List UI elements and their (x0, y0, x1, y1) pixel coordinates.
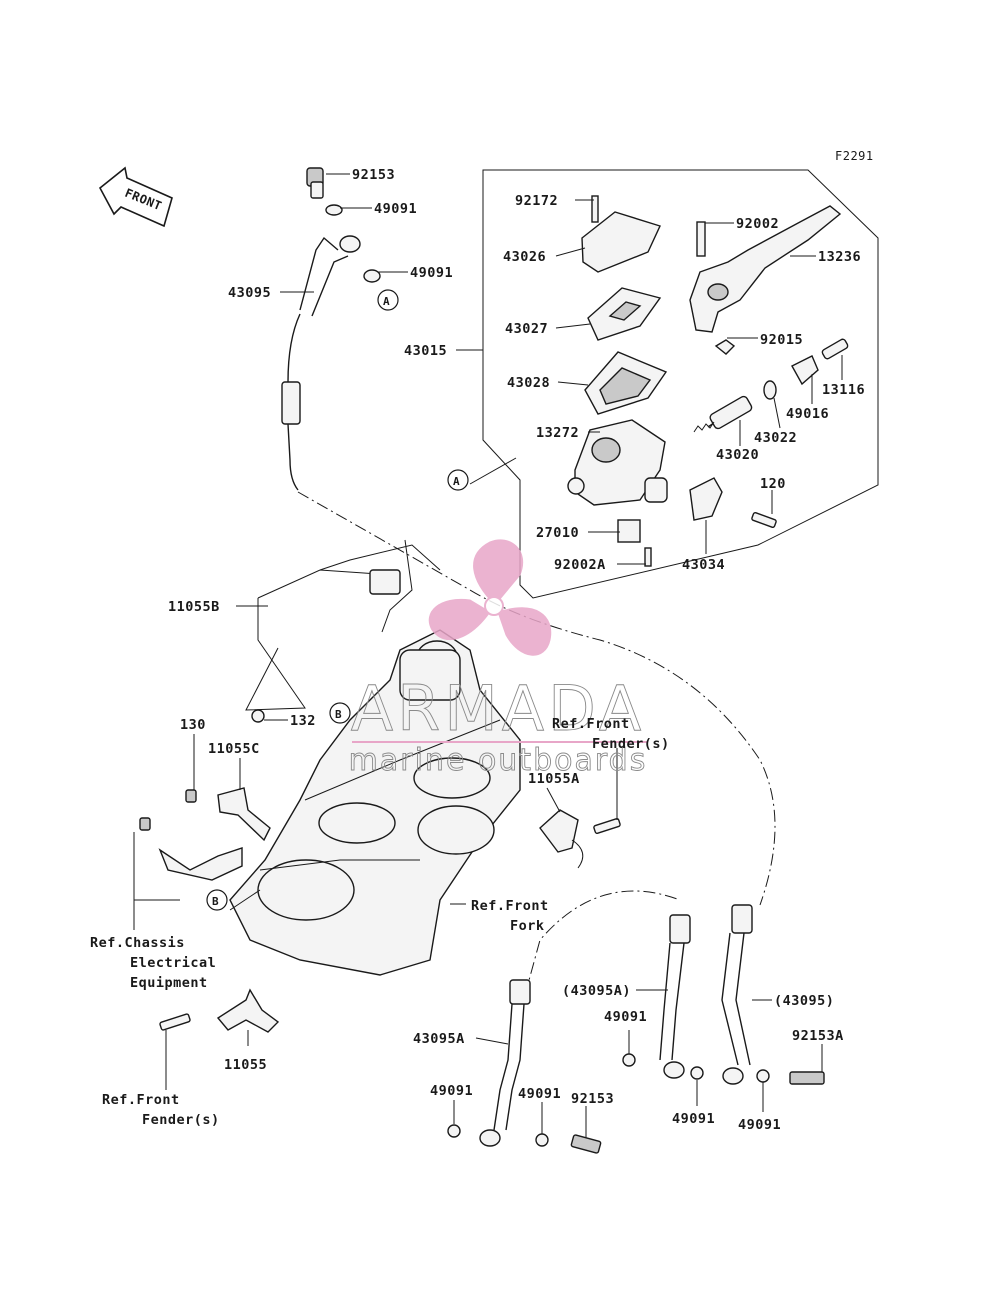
piston-assembly (689, 338, 849, 528)
master-cylinder-body (567, 419, 668, 567)
ref-label: Fork (510, 918, 545, 934)
part-label: 43020 (716, 447, 759, 463)
brake-lever (689, 205, 842, 355)
part-label: 92153A (792, 1028, 844, 1044)
ref-label: Ref.Front (471, 898, 549, 914)
part-label: 43028 (507, 375, 550, 391)
bracket-11055C (139, 787, 271, 881)
ref-label: Ref.Front (552, 716, 630, 732)
ref-label: Fender(s) (142, 1112, 220, 1128)
assembly-boundary (482, 169, 879, 599)
part-label: 92153 (352, 167, 395, 183)
part-label: 43015 (404, 343, 447, 359)
part-label: 13236 (818, 249, 861, 265)
marker-b-fork: B (329, 702, 351, 724)
part-label: 49091 (518, 1086, 561, 1102)
part-label: 13116 (822, 382, 865, 398)
part-label: 92153 (571, 1091, 614, 1107)
watermark: ARMADA marine outboards (348, 539, 648, 778)
ref-label: Ref.Chassis (90, 935, 185, 951)
leader-lines (133, 173, 843, 1138)
bracket-11055A (539, 809, 621, 869)
part-label: 43027 (505, 321, 548, 337)
part-label: 43034 (682, 557, 725, 573)
part-label: 120 (760, 476, 786, 492)
svg-text:B: B (212, 895, 219, 908)
lower-brake-hoses (447, 890, 825, 1154)
part-label: 49091 (738, 1117, 781, 1133)
ref-label: Equipment (130, 975, 208, 991)
propeller-logo-icon (428, 539, 552, 656)
part-label: 49091 (430, 1083, 473, 1099)
front-fork-silhouette (229, 629, 521, 976)
part-label: 92002 (736, 216, 779, 232)
watermark-brand: ARMADA (351, 672, 645, 745)
marker-b-bracket: B (206, 889, 228, 911)
part-label: 132 (290, 713, 316, 729)
part-label: 130 (180, 717, 206, 733)
part-label: (43095) (774, 993, 834, 1009)
part-label: 49091 (410, 265, 453, 281)
part-label: 43095 (228, 285, 271, 301)
bracket-11055B (245, 539, 441, 723)
diagram-code: F2291 (835, 149, 874, 163)
bracket-11055 (159, 988, 280, 1033)
ref-label: Fender(s) (592, 736, 670, 752)
part-label: 43026 (503, 249, 546, 265)
part-label: 92015 (760, 332, 803, 348)
svg-text:A: A (383, 295, 390, 308)
part-label: 49091 (672, 1111, 715, 1127)
marker-a-assembly: A (447, 469, 469, 491)
part-label: 92172 (515, 193, 558, 209)
reservoir-cap-parts (581, 195, 668, 415)
part-label: 27010 (536, 525, 579, 541)
part-label: 13272 (536, 425, 579, 441)
front-arrow-icon: FRONT (98, 166, 173, 228)
part-label: 11055 (224, 1057, 267, 1073)
part-label: 11055A (528, 771, 580, 787)
svg-text:B: B (335, 708, 342, 721)
part-label: 43095A (413, 1031, 465, 1047)
part-label: 49091 (604, 1009, 647, 1025)
part-label: (43095A) (562, 983, 631, 999)
part-label: 49091 (374, 201, 417, 217)
part-label: 11055C (208, 741, 260, 757)
part-label: 92002A (554, 557, 606, 573)
part-label: 11055B (168, 599, 220, 615)
part-label: 43022 (754, 430, 797, 446)
part-label: 49016 (786, 406, 829, 422)
watermark-tagline: marine outboards (349, 743, 648, 778)
svg-text:A: A (453, 475, 460, 488)
ref-label: Electrical (130, 955, 216, 971)
ref-label: Ref.Front (102, 1092, 180, 1108)
marker-a-top: A (377, 289, 399, 311)
